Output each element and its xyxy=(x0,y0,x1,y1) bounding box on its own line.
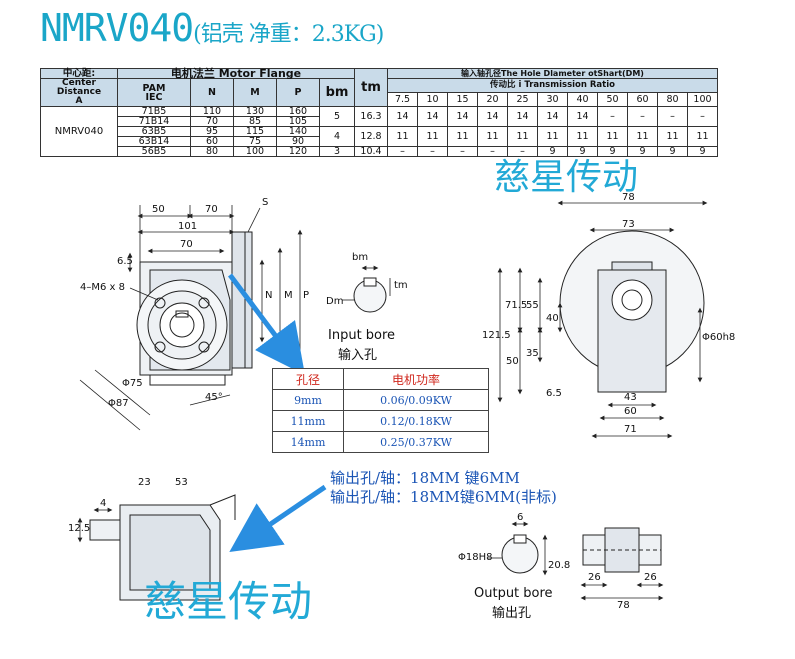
dim-label: 6.5 xyxy=(546,388,562,399)
output-shaft-note: 输出孔/轴：18MM 键6MM xyxy=(330,469,520,487)
header-ratio: 传动比 i Transmission Ratio xyxy=(387,78,718,93)
dim-label: 71 xyxy=(624,424,637,435)
dim-label: 53 xyxy=(175,477,188,488)
dim-label: 60 xyxy=(624,406,637,417)
table-row: 14mm 0.25/0.37KW xyxy=(272,431,489,453)
n-label: N xyxy=(265,290,273,301)
p-label: P xyxy=(303,290,310,301)
spec-table: 中心距: 电机法兰 Motor Flange tm 输入轴孔径The Hole … xyxy=(40,68,718,157)
dim-label: 78 xyxy=(622,192,635,203)
dim-label: 70 xyxy=(180,239,193,250)
page-title: NMRV040(铝壳 净重：2.3KG) xyxy=(40,6,384,50)
bottom-view-drawing xyxy=(77,494,236,601)
output-shaft-note-nonstandard: 输出孔/轴：18MM键6MM(非标) xyxy=(330,488,557,506)
dim-label: 101 xyxy=(178,221,198,232)
header-bm: bm xyxy=(319,78,355,107)
m-label: M xyxy=(284,290,293,301)
header-m: M xyxy=(233,78,277,107)
dim-label: 6.5 xyxy=(117,256,133,267)
header-p: P xyxy=(276,78,320,107)
output-bore-cn: 输出孔 xyxy=(492,606,532,621)
front-view-drawing xyxy=(497,200,708,439)
weight-subtitle: (铝壳 净重：2.3KG) xyxy=(193,22,384,47)
bore-size: 14mm xyxy=(272,431,344,453)
dim-label: 43 xyxy=(624,392,637,403)
dim-label: 50 xyxy=(152,204,165,215)
bore-cell: 9 xyxy=(687,146,718,157)
bm-label: bm xyxy=(352,252,369,263)
dim-label: 50 xyxy=(506,356,519,367)
dim-label: 23 xyxy=(138,477,151,488)
table-row: 9mm 0.06/0.09KW xyxy=(272,389,489,411)
tm-label: tm xyxy=(394,280,408,291)
motor-power: 0.12/0.18KW xyxy=(343,410,489,432)
dim-label: Φ60h8 xyxy=(702,332,736,343)
header-motor-power: 电机功率 xyxy=(343,368,489,390)
dim-label: 71.5 xyxy=(505,300,528,311)
motor-power-table: 孔径 电机功率 9mm 0.06/0.09KW 11mm 0.12/0.18KW… xyxy=(272,368,489,453)
s-label: S xyxy=(262,197,269,208)
motor-power: 0.25/0.37KW xyxy=(343,431,489,453)
dim-label: 45° xyxy=(205,392,223,403)
output-bore-en: Output bore xyxy=(474,586,553,601)
model-cell: NMRV040 xyxy=(40,106,118,157)
input-arrow xyxy=(228,273,305,375)
table-row: 11mm 0.12/0.18KW xyxy=(272,410,489,432)
dim-label: 40 xyxy=(546,313,559,324)
dim-label: 70 xyxy=(205,204,218,215)
header-bore-size: 孔径 xyxy=(272,368,344,390)
dim-label: 4 xyxy=(100,498,107,509)
motor-power: 0.06/0.09KW xyxy=(343,389,489,411)
output-arrow xyxy=(229,484,327,553)
header-tm: tm xyxy=(354,68,388,107)
model-title: NMRV040 xyxy=(40,6,194,50)
output-shaft-drawing xyxy=(580,527,664,601)
input-bore-en: Input bore xyxy=(328,328,396,343)
dim-label: Φ18H8 xyxy=(458,552,493,563)
input-bore-cn: 输入孔 xyxy=(338,348,378,363)
watermark-bottom: 慈星传动 xyxy=(144,577,313,626)
dim-label: 73 xyxy=(622,219,635,230)
dim-label: 6 xyxy=(517,512,524,523)
dim-label: Φ75 xyxy=(122,378,143,389)
dim-label: 26 xyxy=(588,572,601,583)
dim-label: 20.8 xyxy=(548,560,571,571)
dim-label: 121.5 xyxy=(482,330,511,341)
dim-label: 55 xyxy=(526,300,539,311)
bore-size: 9mm xyxy=(272,389,344,411)
dim-label: 35 xyxy=(526,348,539,359)
dm-label: Dm xyxy=(326,296,344,307)
dim-label: 12.5 xyxy=(68,523,91,534)
header-n: N xyxy=(190,78,234,107)
bore-size: 11mm xyxy=(272,410,344,432)
watermark-top: 慈星传动 xyxy=(494,157,639,198)
dim-label: 78 xyxy=(617,600,630,611)
dim-label: 26 xyxy=(644,572,657,583)
side-view-drawing xyxy=(79,205,303,431)
input-bore-drawing xyxy=(342,265,391,313)
output-bore-drawing xyxy=(488,521,548,576)
dim-label: Φ87 xyxy=(108,398,129,409)
bolts-label: 4–M6 x 8 xyxy=(80,282,125,293)
